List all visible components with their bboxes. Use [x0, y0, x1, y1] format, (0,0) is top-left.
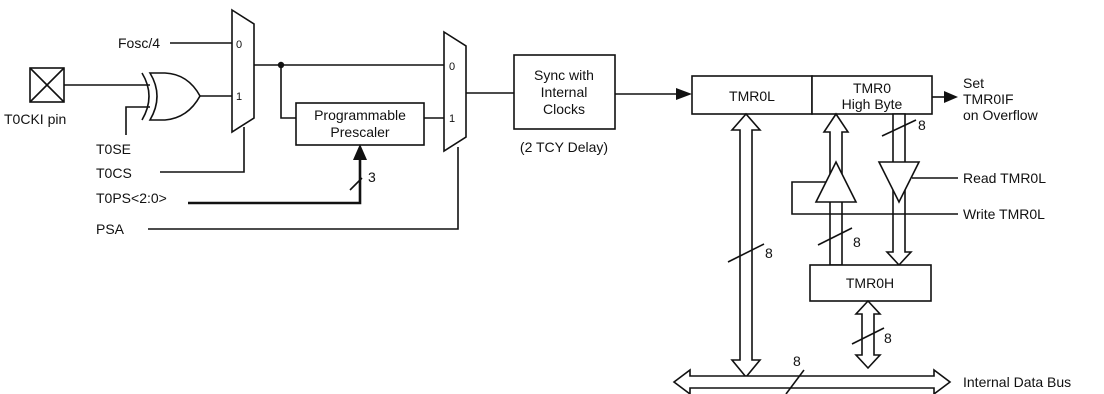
- buffer-bus-width-slash: [817, 227, 853, 246]
- psa-wire: [148, 147, 459, 230]
- tmr0h-bus-width-slash: [851, 327, 885, 345]
- t0cs-wire: [160, 127, 245, 173]
- overflow-arrow-icon: [944, 91, 958, 103]
- mux1-input0-label: 0: [236, 39, 242, 51]
- internal-data-bus-arrow: [672, 368, 952, 394]
- tmr0-high-byte-register: [811, 75, 933, 115]
- t0cki-pin-label: T0CKI pin: [4, 111, 66, 127]
- read-buffer-icon: [877, 161, 921, 204]
- tmr0l-register: [691, 75, 813, 115]
- set-label: Set: [963, 75, 984, 91]
- mux2-input1-label: 1: [449, 113, 455, 125]
- clock-source-mux: [231, 8, 255, 134]
- tmr0-high-label-line2: High Byte: [842, 96, 903, 112]
- high-byte-bus-width-label: 8: [918, 117, 926, 133]
- write-tmr0l-wire: [791, 181, 958, 215]
- high-byte-bus-width-slash: [881, 119, 917, 137]
- t0ps-bus: [188, 158, 362, 205]
- psa-label: PSA: [96, 221, 125, 237]
- tmr0h-bus-arrow: [854, 299, 882, 370]
- tmr0l-bus-arrow: [730, 112, 762, 379]
- sync-delay-label: (2 TCY Delay): [520, 139, 608, 155]
- write-tmr0l-label: Write TMR0L: [963, 206, 1045, 222]
- t0ps-arrow-icon: [353, 144, 367, 160]
- tmr0h-label: TMR0H: [846, 275, 894, 291]
- prescaler-label-line1: Programmable: [314, 107, 406, 123]
- mux2-input0-label: 0: [449, 61, 455, 73]
- sync-arrow-icon: [676, 88, 692, 100]
- prescaler-bypass-mux: [443, 30, 467, 153]
- internal-data-bus-label: Internal Data Bus: [963, 374, 1071, 390]
- on-overflow-label: on Overflow: [963, 107, 1039, 123]
- t0ps-bus-width-slash: [349, 177, 363, 191]
- sync-label-line1: Sync with: [534, 67, 594, 83]
- tmr0l-label: TMR0L: [729, 88, 775, 104]
- sync-label-line3: Clocks: [543, 101, 585, 117]
- t0cki-pin-symbol: [29, 67, 65, 103]
- data-bus-width-label: 8: [793, 353, 801, 369]
- prescaler-label-line2: Prescaler: [330, 124, 389, 140]
- tmr0if-label: TMR0IF: [963, 91, 1014, 107]
- tmr0h-bus-width-label: 8: [884, 330, 892, 346]
- prescaler-input-wire: [280, 65, 296, 119]
- data-bus-width-slash: [785, 369, 805, 394]
- sync-internal-clocks-block: [513, 54, 616, 130]
- t0ps-label: T0PS<2:0>: [96, 190, 167, 206]
- buffer-bus-width-label: 8: [853, 234, 861, 250]
- fosc4-label: Fosc/4: [118, 35, 160, 51]
- xor-gate: [141, 72, 201, 121]
- t0cs-label: T0CS: [96, 165, 132, 181]
- read-tmr0l-label: Read TMR0L: [963, 170, 1046, 186]
- mux1-input1-label: 1: [236, 91, 242, 103]
- tmr0l-bus-width-label: 8: [765, 245, 773, 261]
- t0se-label: T0SE: [96, 141, 131, 157]
- tmr0l-bus-width-slash: [727, 243, 765, 263]
- programmable-prescaler-block: [295, 102, 425, 146]
- sync-label-line2: Internal: [541, 84, 588, 100]
- tmr0-high-label-line1: TMR0: [853, 80, 891, 96]
- t0ps-bus-width-label: 3: [368, 169, 376, 185]
- t0se-wire: [125, 106, 150, 135]
- tmr0h-register: [809, 264, 932, 302]
